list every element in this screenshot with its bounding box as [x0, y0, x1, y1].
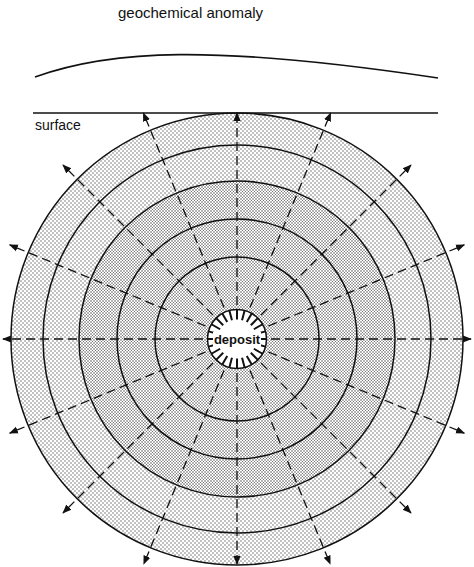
dispersion-arrow: [271, 338, 471, 339]
dispersion-arrow: [10, 352, 206, 433]
dispersion-arrow: [144, 370, 224, 564]
deposit-hatch: [216, 318, 223, 325]
deposit-hatch: [229, 311, 232, 321]
dispersion-arrow: [143, 113, 224, 308]
deposit-hatch: [236, 359, 238, 369]
deposit-hatch: [247, 356, 252, 365]
deposit-hatch: [247, 313, 252, 322]
dispersion-arrow: [261, 363, 411, 513]
deposit-hatch: [242, 358, 245, 368]
dispersion-arrow: [236, 373, 237, 564]
deposit-text-holder: deposit: [206, 308, 268, 370]
deposit-hatch: [216, 353, 223, 360]
deposit-border: [208, 310, 267, 369]
deposit-hatch: [236, 310, 238, 320]
surface-label: surface: [35, 117, 81, 133]
deposit-hatch: [211, 349, 220, 354]
surface-line: [33, 112, 438, 114]
dispersion-arrow: [268, 245, 464, 326]
dispersion-arrow: [63, 363, 213, 513]
dispersion-arrow: [250, 113, 331, 308]
deposit-hatch: [222, 313, 227, 322]
anomaly-label: geochemical anomaly: [118, 4, 263, 21]
halo-ring: [11, 113, 463, 565]
dispersion-arrow: [268, 352, 464, 433]
deposit-circle: deposit: [206, 308, 268, 370]
dispersion-arrow: [236, 113, 237, 305]
deposit-hatch: [222, 356, 227, 365]
deposit-hatch: [251, 318, 258, 325]
anomaly-curve: [35, 55, 438, 78]
deposit-hatch: [211, 324, 220, 329]
deposit-hatch: [242, 311, 245, 321]
deposit-label: deposit: [213, 332, 261, 347]
dispersion-arrow: [261, 165, 411, 315]
dispersion-arrow: [63, 165, 213, 315]
deposit-hatch: [254, 349, 263, 354]
dispersion-arrow: [250, 370, 330, 564]
deposit-hatch: [251, 353, 258, 360]
dispersion-arrow: [10, 245, 206, 326]
dispersion-arrow: [3, 338, 203, 339]
deposit-hatch: [229, 358, 232, 368]
deposit-hatch: [254, 324, 263, 329]
